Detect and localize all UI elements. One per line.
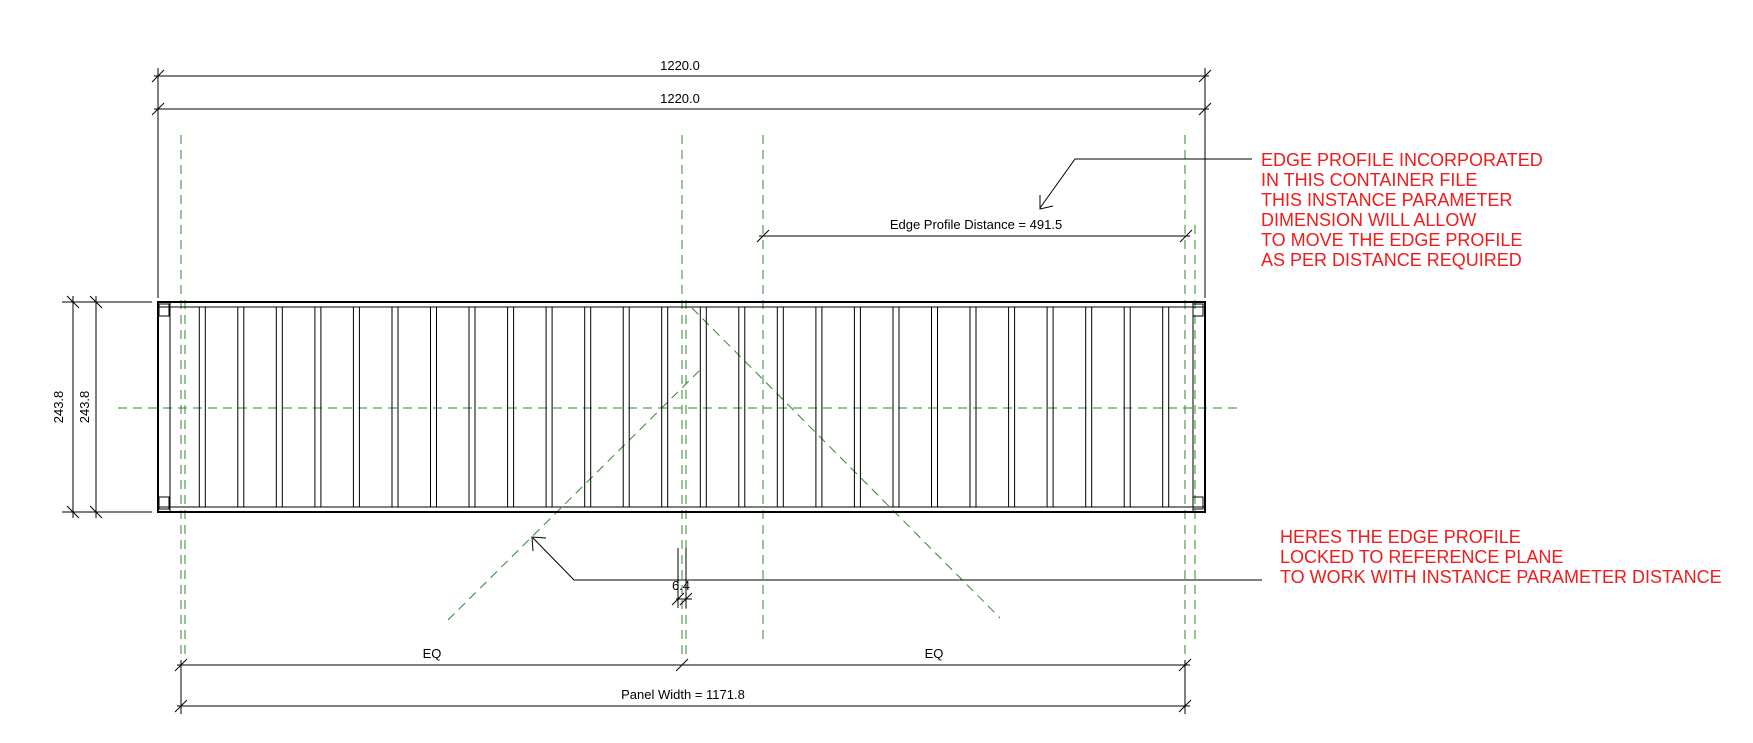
dim-height-outer-tick-top xyxy=(66,295,80,309)
corner-profile-top-left xyxy=(158,303,170,317)
dim-small-offset-tick-left xyxy=(671,592,685,606)
dim-height-inner-label: 243.8 xyxy=(77,391,92,424)
dim-overall-top-tick-right xyxy=(1198,69,1212,83)
dim-eq-tick-center xyxy=(675,658,689,672)
leader-top-line xyxy=(1039,158,1252,209)
dim-overall-second-label: 1220.0 xyxy=(660,91,700,106)
note-top-line-4: THIS INSTANCE PARAMETER xyxy=(1261,190,1512,210)
note-top: EDGE PROFILE INCORPORATED IN THIS CONTAI… xyxy=(1261,150,1548,270)
dimension-height-outer: 243.8 xyxy=(51,295,152,519)
dim-eq-left-label: EQ xyxy=(423,646,442,661)
dim-eq-right-label: EQ xyxy=(925,646,944,661)
dim-overall-top-tick-left xyxy=(151,69,165,83)
ref-plane-diagonal-right xyxy=(691,307,1001,619)
leader-bottom-arrow xyxy=(531,536,547,552)
dim-overall-second-tick-left xyxy=(151,102,165,116)
dimension-overall-top: 1220.0 xyxy=(151,58,1212,298)
note-bottom-line-1: HERES THE EDGE PROFILE xyxy=(1280,527,1521,547)
dim-overall-top-label: 1220.0 xyxy=(660,58,700,73)
panel-outer-frame xyxy=(157,301,1206,513)
note-top-line-1: EDGE PROFILE INCORPORATED xyxy=(1261,150,1543,170)
dim-small-offset-label: 6.4 xyxy=(672,578,690,593)
dimension-panel-width: Panel Width = 1171.8 xyxy=(174,660,1192,714)
note-bottom: HERES THE EDGE PROFILE LOCKED TO REFEREN… xyxy=(1280,527,1722,587)
note-top-line-5: DIMENSION WILL ALLOW xyxy=(1261,210,1476,230)
corner-profile-bottom-left xyxy=(158,496,170,510)
dim-panel-width-tick-left xyxy=(174,699,188,713)
dim-overall-second-tick-right xyxy=(1198,102,1212,116)
dim-height-inner-tick-bottom xyxy=(89,505,103,519)
panel-mullions xyxy=(198,307,1170,507)
dim-height-outer-label: 243.8 xyxy=(51,391,66,424)
leader-top-note xyxy=(1039,158,1252,210)
dim-panel-width-tick-right xyxy=(1178,699,1192,713)
note-bottom-line-2: LOCKED TO REFERENCE PLANE xyxy=(1280,547,1563,567)
corner-profile-top-right xyxy=(1192,303,1204,317)
dimension-edge-profile-distance: Edge Profile Distance = 491.5 xyxy=(756,217,1193,243)
dimension-eq: EQ EQ xyxy=(174,646,1192,672)
dimension-height-inner: 243.8 xyxy=(77,295,103,519)
leader-top-arrow xyxy=(1039,195,1054,210)
note-top-line-7: AS PER DISTANCE REQUIRED xyxy=(1261,250,1522,270)
dim-height-outer-tick-bottom xyxy=(66,505,80,519)
note-bottom-line-3: TO WORK WITH INSTANCE PARAMETER DISTANCE xyxy=(1280,567,1722,587)
dim-edge-profile-label: Edge Profile Distance = 491.5 xyxy=(890,217,1062,232)
corner-profile-bottom-right xyxy=(1192,496,1204,510)
note-top-line-6: TO MOVE THE EDGE PROFILE xyxy=(1261,230,1522,250)
dim-edge-profile-tick-left xyxy=(756,229,770,243)
dim-height-inner-tick-top xyxy=(89,295,103,309)
dimension-overall-second: 1220.0 xyxy=(151,91,1212,116)
dim-panel-width-label: Panel Width = 1171.8 xyxy=(621,687,745,702)
leader-bottom-note xyxy=(531,536,1262,581)
dimension-small-offset: 6.4 xyxy=(671,548,693,608)
curtain-panel xyxy=(157,301,1206,513)
dim-edge-profile-tick-right xyxy=(1179,229,1193,243)
note-top-line-2: IN THIS CONTAINER FILE xyxy=(1261,170,1477,190)
leader-bottom-line xyxy=(532,537,1262,581)
dim-small-offset-tick-right xyxy=(679,592,693,606)
